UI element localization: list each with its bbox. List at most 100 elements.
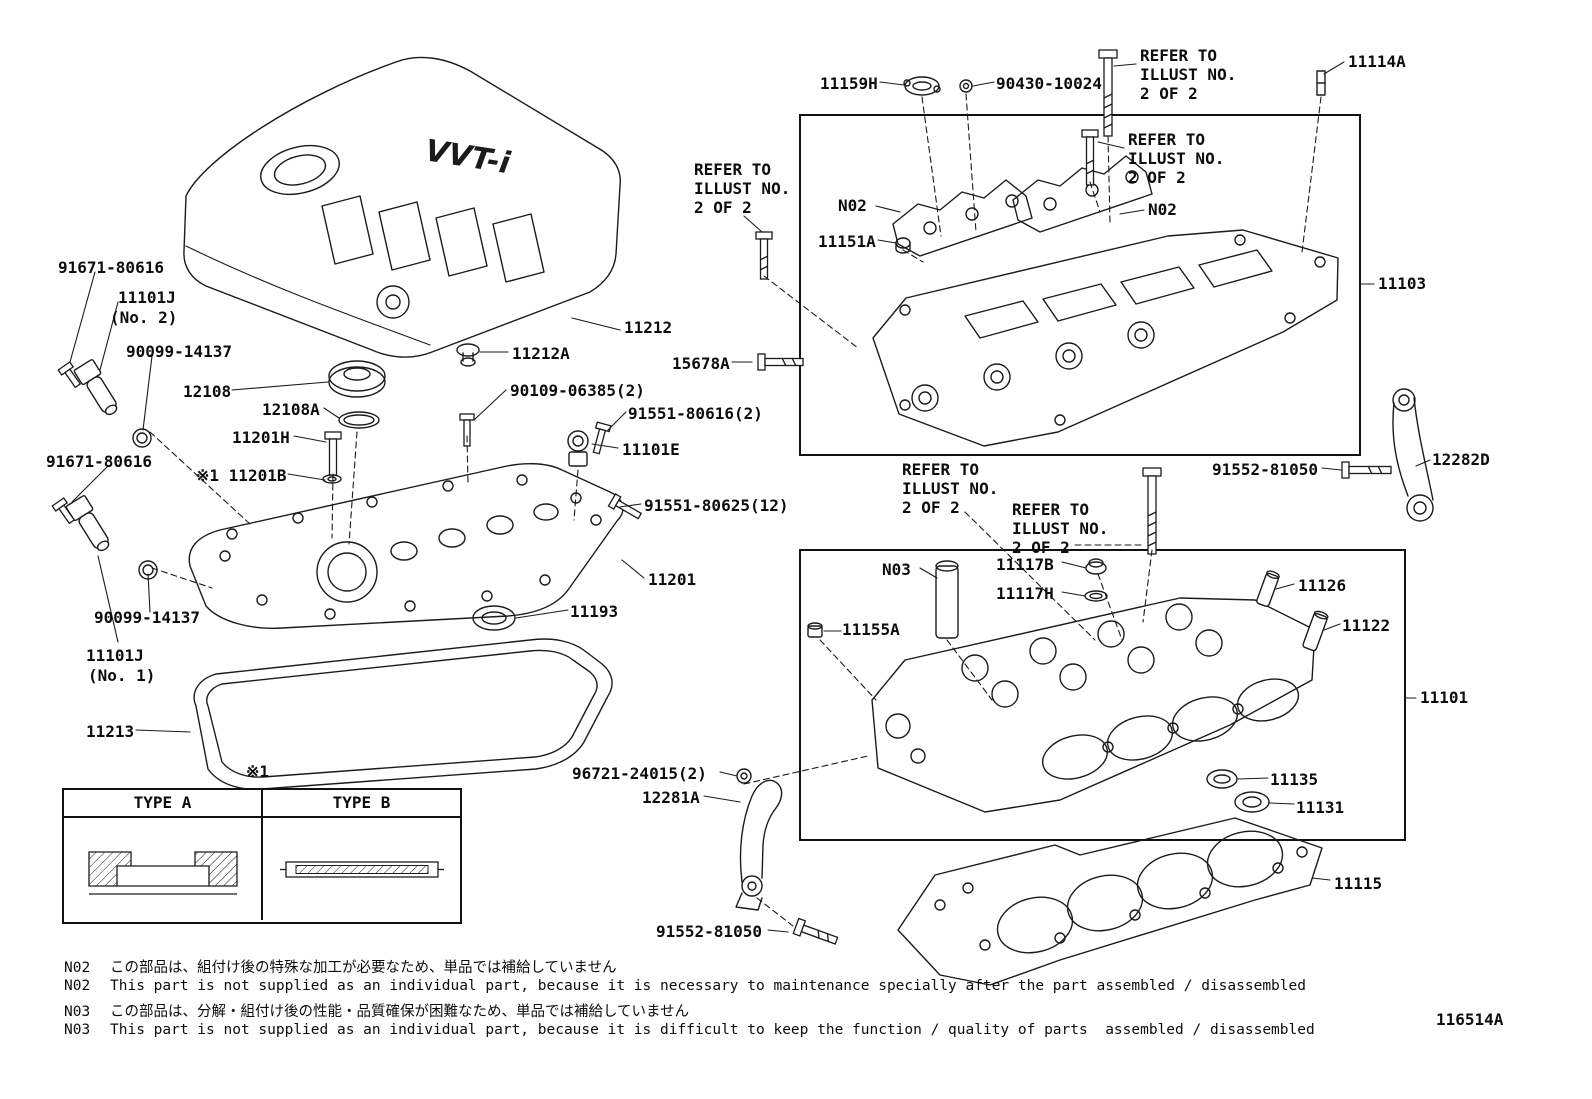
bolt-icon xyxy=(1098,49,1118,137)
part-label-11103: 11103 xyxy=(1378,274,1427,293)
part-label-refer-5: REFER TO ILLUST NO. 2 OF 2 xyxy=(1012,500,1109,558)
91552-bolt-bottom xyxy=(792,917,839,945)
part-label-91552-81050-a: 91552-81050 xyxy=(1212,460,1318,479)
part-label-11159h: 11159H xyxy=(820,74,878,93)
vvti-logo-text: VVT-i xyxy=(423,133,513,181)
12108-oil-cap xyxy=(328,360,386,398)
type-table: TYPE A TYPE B xyxy=(62,788,462,924)
part-label-91551-80625: 91551-80625(12) xyxy=(644,496,789,515)
part-label-11114a: 11114A xyxy=(1348,52,1406,71)
valve-cover-drawing xyxy=(188,463,624,630)
head-gasket-drawing xyxy=(897,817,1323,986)
part-label-11117h: 11117H xyxy=(996,584,1054,603)
part-label-11201b: ※1 11201B xyxy=(196,466,287,485)
cylinder-head-box xyxy=(799,549,1406,841)
part-label-15678a: 15678A xyxy=(672,354,730,373)
91551-80616-bolt xyxy=(592,421,612,455)
camshaft-caps-drawing xyxy=(892,155,1153,257)
type-a-seal-drawing xyxy=(87,851,238,895)
hanger-bracket-drawing xyxy=(735,779,783,911)
part-label-11201: 11201 xyxy=(648,570,697,589)
part-label-refer-3: REFER TO ILLUST NO. 2 OF 2 xyxy=(694,160,791,218)
91552-bolt-right xyxy=(1341,461,1392,479)
91671-bolt-bottom xyxy=(51,497,76,525)
part-label-11101: 11101 xyxy=(1420,688,1469,707)
part-label-11131: 11131 xyxy=(1296,798,1345,817)
part-label-11101j-no1-sub: (No. 1) xyxy=(88,666,156,685)
11193-seal xyxy=(472,605,516,631)
part-label-n02-a: N02 xyxy=(838,196,867,215)
part-label-91552-81050-b: 91552-81050 xyxy=(656,922,762,941)
oring-no2 xyxy=(132,428,152,448)
bolt-icon xyxy=(755,231,773,280)
part-label-90099-14137-b: 90099-14137 xyxy=(94,608,200,627)
part-label-refer-4: REFER TO ILLUST NO. 2 OF 2 xyxy=(902,460,999,518)
type-b-seal-drawing xyxy=(279,861,444,878)
11117b-cap xyxy=(1085,558,1107,575)
part-label-96721-24015: 96721-24015(2) xyxy=(572,764,707,783)
part-label-11126: 11126 xyxy=(1298,576,1347,595)
type-b-header: TYPE B xyxy=(332,793,391,812)
cam-sensor-no2 xyxy=(73,358,124,420)
part-label-11101j-no2-sub: (No. 2) xyxy=(110,308,178,327)
part-label-90099-14137-a: 90099-14137 xyxy=(126,342,232,361)
91671-bolt-top xyxy=(57,361,82,389)
96721-ring xyxy=(736,768,752,784)
chain-arm-drawing xyxy=(1392,388,1434,522)
part-label-12282d: 12282D xyxy=(1432,450,1490,469)
part-label-11213: 11213 xyxy=(86,722,135,741)
part-label-11212a: 11212A xyxy=(512,344,570,363)
part-label-12108: 12108 xyxy=(183,382,232,401)
part-label-12281a: 12281A xyxy=(642,788,700,807)
part-label-11117b: 11117B xyxy=(996,555,1054,574)
part-label-12108a: 12108A xyxy=(262,400,320,419)
type-a-header: TYPE A xyxy=(64,790,263,816)
part-label-11151a: 11151A xyxy=(818,232,876,251)
part-label-n02-b: N02 xyxy=(1148,200,1177,219)
91551-80625-bolt xyxy=(607,493,643,520)
camshaft-housing-drawing xyxy=(872,229,1339,447)
bolt-icon xyxy=(1081,129,1099,186)
type-b-cell xyxy=(263,818,460,920)
part-label-type-marker: ※1 xyxy=(246,762,270,781)
11201h-bolt xyxy=(324,431,342,476)
n03-tube xyxy=(935,560,959,639)
part-label-90430-10024: 90430-10024 xyxy=(996,74,1102,93)
11212a-grommet xyxy=(456,343,480,367)
part-label-11155a: 11155A xyxy=(842,620,900,639)
part-label-11115: 11115 xyxy=(1334,874,1383,893)
part-label-n03: N03 xyxy=(882,560,911,579)
part-label-figure-code: 116514A xyxy=(1436,1010,1504,1029)
11131-plug xyxy=(1234,791,1270,813)
head-bolt xyxy=(1142,467,1162,555)
90430-seal xyxy=(959,79,973,93)
bolts xyxy=(51,49,1392,945)
11126-valve-guide xyxy=(1256,570,1280,607)
part-label-11212: 11212 xyxy=(624,318,673,337)
11117h-seal xyxy=(1084,590,1108,602)
11122-valve-guide xyxy=(1302,610,1329,652)
engine-cover-drawing: VVT-i xyxy=(183,56,621,358)
part-label-11101e: 11101E xyxy=(622,440,680,459)
leader-lines xyxy=(69,61,1431,933)
part-label-refer-1: REFER TO ILLUST NO. 2 OF 2 xyxy=(1140,46,1237,104)
small-parts xyxy=(65,70,1329,813)
15678a-bolt xyxy=(757,353,804,371)
cylinder-head-drawing xyxy=(871,597,1316,813)
part-label-91671-80616-a: 91671-80616 xyxy=(58,258,164,277)
construction-lines xyxy=(149,93,1322,927)
part-label-11101j-no2: 11101J xyxy=(118,288,176,307)
part-label-91551-80616: 91551-80616(2) xyxy=(628,404,763,423)
part-label-91671-80616-b: 91671-80616 xyxy=(46,452,152,471)
12108a-oring xyxy=(338,411,380,429)
detail-boxes xyxy=(799,114,1406,841)
part-label-11193: 11193 xyxy=(570,602,619,621)
part-label-90109-06385: 90109-06385(2) xyxy=(510,381,645,400)
camshaft-housing-box xyxy=(799,114,1361,456)
11101e-sensor xyxy=(567,430,589,467)
